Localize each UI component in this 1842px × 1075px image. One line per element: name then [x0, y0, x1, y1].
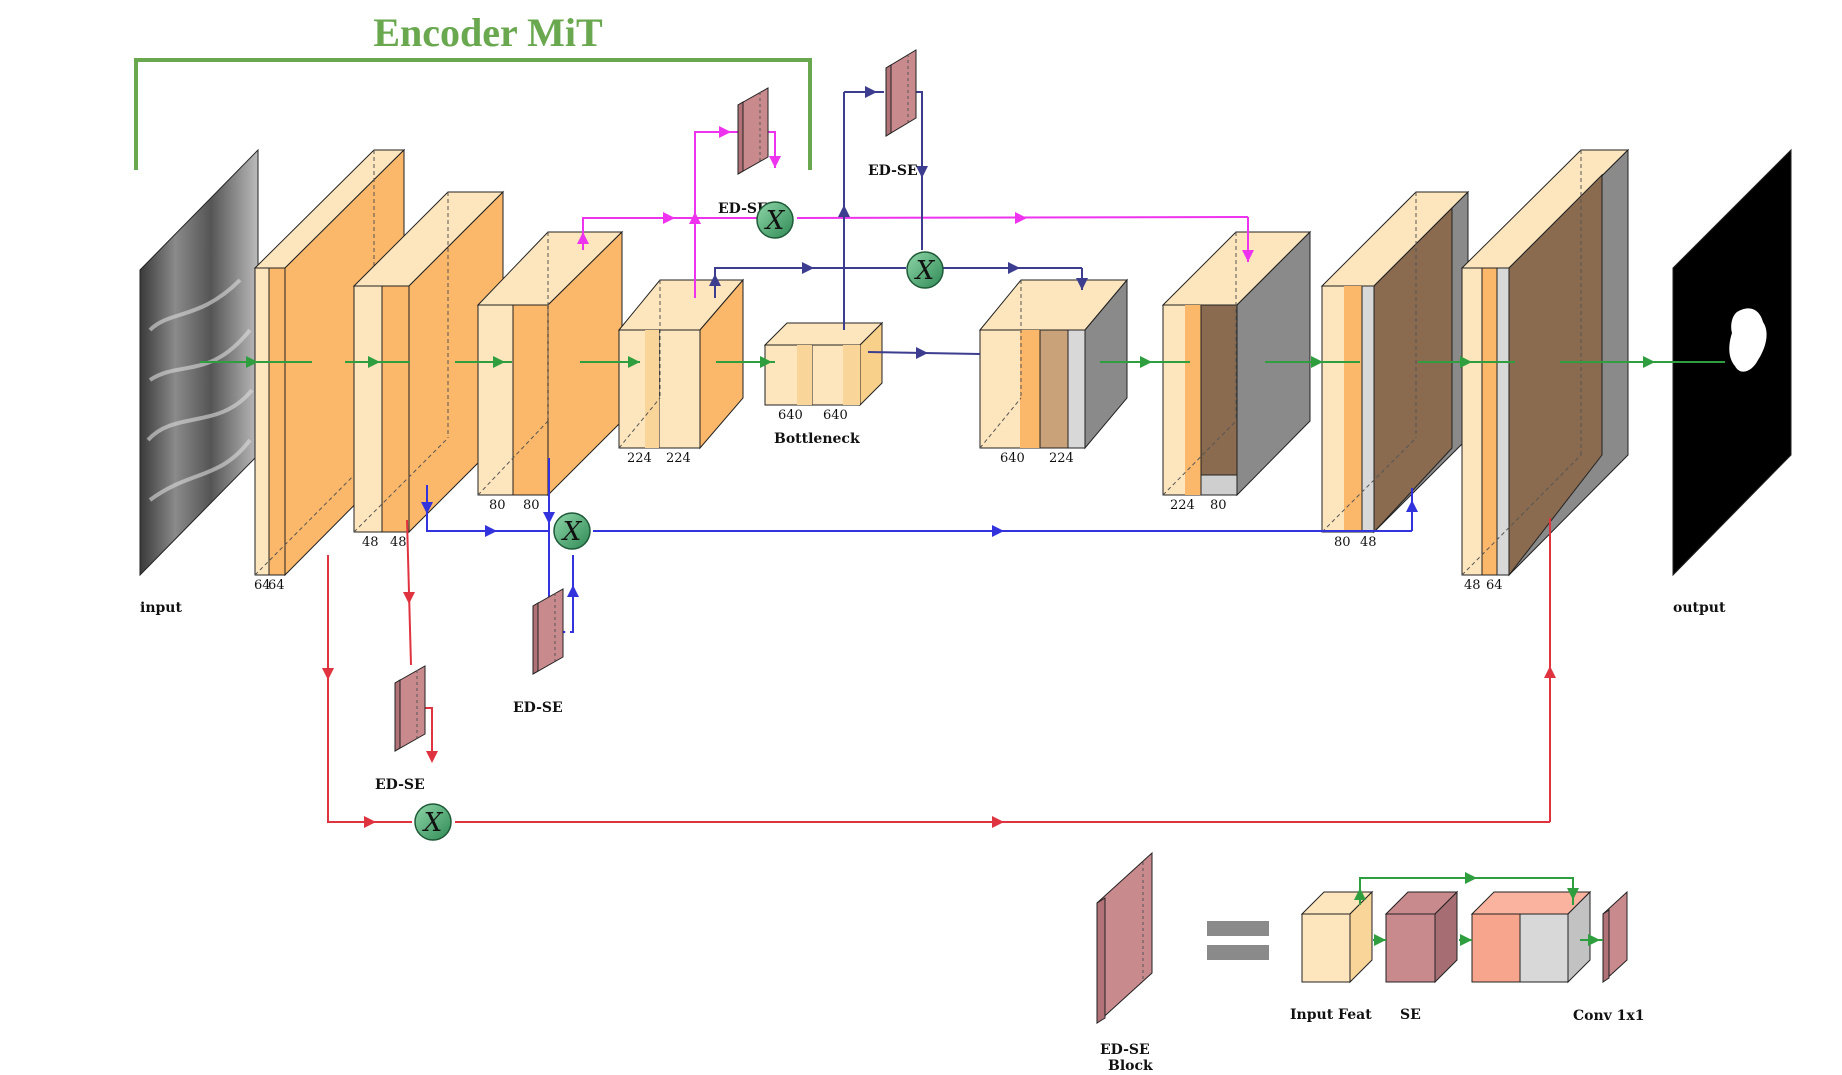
encoder-block-1: [253, 148, 406, 577]
red-skip: [327, 518, 1551, 823]
output-label: output: [1673, 600, 1726, 616]
red-arrows: [322, 592, 1556, 828]
decoder-block-3: [1161, 230, 1312, 497]
dec3-dim-b: 80: [1210, 498, 1227, 513]
legend-edse-block: [1096, 851, 1153, 1025]
enc4-dim-a: 224: [627, 451, 652, 466]
bottleneck-block: [763, 321, 884, 407]
enc2-dim-b: 48: [390, 535, 407, 550]
edse-label-2: ED-SE: [868, 163, 918, 179]
legend-conv-label: Conv 1x1: [1573, 1008, 1645, 1024]
dec1-dim-a: 48: [1464, 578, 1481, 593]
legend-input-feat-cube: [1300, 890, 1374, 984]
edse-label-3: ED-SE: [513, 700, 563, 716]
multiply-node-navy: X: [906, 251, 944, 289]
multiply-node-navy-label: X: [914, 256, 936, 286]
bott-dim-a: 640: [778, 408, 803, 423]
bottleneck-arrow: [916, 347, 928, 359]
dec2-dim-b: 48: [1360, 535, 1377, 550]
multiply-node-magenta: X: [756, 201, 794, 239]
multiply-node-blue-label: X: [561, 517, 583, 547]
legend-conv-block: [1602, 890, 1628, 984]
legend-input-feat-label: Input Feat: [1290, 1007, 1372, 1023]
legend-se-cube: [1384, 890, 1459, 984]
magenta-arrows: [577, 126, 1254, 262]
dec1-dim-b: 64: [1486, 578, 1503, 593]
output-lesion: [1729, 308, 1767, 372]
dec2-dim-a: 80: [1334, 535, 1351, 550]
encoder-block-3: [476, 230, 624, 497]
dec4-dim-b: 224: [1049, 451, 1074, 466]
edse-label-1: ED-SE: [718, 201, 768, 217]
input-label: input: [140, 600, 182, 616]
dec4-dim-a: 640: [1000, 451, 1025, 466]
enc2-dim-a: 48: [362, 535, 379, 550]
bott-dim-b: 640: [823, 408, 848, 423]
edse-label-4: ED-SE: [375, 777, 425, 793]
enc3-dim-b: 80: [523, 498, 540, 513]
enc3-dim-a: 80: [489, 498, 506, 513]
legend-flow-arrows: [1354, 872, 1600, 946]
encoder-title: Encoder MiT: [373, 10, 603, 55]
edse-block-blue: [532, 588, 564, 675]
encoder-block-4: [617, 278, 745, 450]
multiply-node-magenta-label: X: [764, 206, 786, 236]
dec3-dim-a: 224: [1170, 498, 1195, 513]
multiply-node-red-label: X: [422, 808, 444, 838]
multiply-node-red: X: [414, 803, 452, 841]
edse-block-top-magenta: [737, 87, 769, 175]
output-mask: [1672, 148, 1792, 577]
decoder-block-4: [978, 278, 1129, 450]
encoder-bracket: [134, 58, 812, 170]
enc4-dim-b: 224: [666, 451, 691, 466]
enc1-dim-a: 64: [254, 578, 271, 593]
navy-arrows: [709, 86, 1088, 290]
edse-block-red: [394, 665, 426, 752]
legend-block-label-2: Block: [1108, 1058, 1153, 1074]
legend-concat-cube: [1470, 890, 1592, 984]
legend-equals-sign: [1207, 921, 1269, 960]
legend-se-label: SE: [1400, 1007, 1421, 1023]
bottleneck-label: Bottleneck: [774, 431, 860, 447]
input-image-texture: [146, 278, 254, 502]
multiply-node-blue: X: [553, 512, 591, 550]
main-flow-arrows: [246, 356, 1655, 368]
enc1-dim-b: 64: [268, 578, 285, 593]
legend-block-label-1: ED-SE: [1100, 1042, 1150, 1058]
edse-block-top-navy: [885, 49, 917, 137]
